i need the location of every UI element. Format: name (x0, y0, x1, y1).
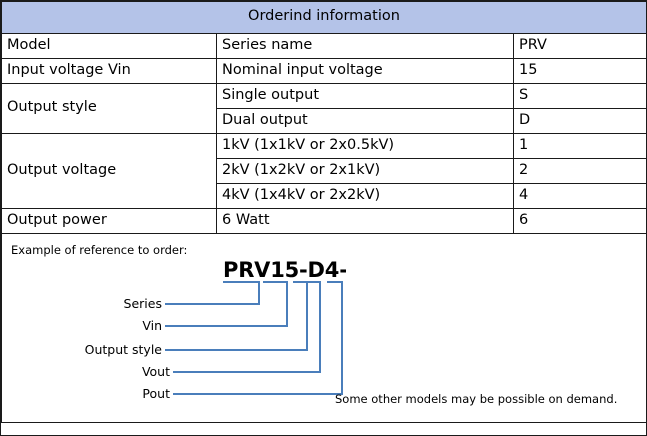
table-row: 4kV (1x4kV or 2x2kV) 4 (2, 183, 647, 209)
table-title: Orderind information (1, 1, 647, 34)
row-description: 4kV (1x4kV or 2x2kV) (216, 183, 514, 209)
row-code: 4 (513, 183, 647, 209)
row-code: S (513, 83, 647, 109)
example-part-number: PRV15-D4-6 (223, 260, 346, 281)
table-title-row: Orderind information (1, 1, 647, 34)
footnote-text: Some other models may be possible on dem… (335, 392, 618, 406)
row-code: 6 (513, 208, 647, 234)
row-code: 1 (513, 133, 647, 159)
table-row: Output style Single output S (1, 83, 647, 134)
row-code: 15 (513, 58, 647, 84)
leader-vout (173, 281, 321, 373)
row-description: Series name (216, 33, 514, 59)
leader-label-vin: Vin (142, 318, 162, 333)
leader-label-output-style: Output style (84, 342, 162, 357)
leader-pout (173, 281, 343, 395)
row-description: Dual output (216, 108, 514, 134)
row-code: PRV (513, 33, 647, 59)
row-description: Nominal input voltage (216, 58, 514, 84)
ordering-information-table: Orderind information Model Series name P… (1, 1, 647, 423)
diagram-cell: Example of reference to order: PRV15-D4-… (1, 233, 647, 423)
row-category: Output style (1, 83, 217, 134)
row-code: D (513, 108, 647, 134)
table-row: Output power 6 Watt 6 (1, 208, 647, 234)
row-category: Output power (1, 208, 217, 234)
row-code: 2 (513, 158, 647, 184)
diagram-row: Example of reference to order: PRV15-D4-… (1, 233, 647, 423)
example-reference-label: Example of reference to order: (11, 243, 188, 257)
table-row: Input voltage Vin Nominal input voltage … (1, 58, 647, 84)
row-category: Model (1, 33, 217, 59)
row-description: 1kV (1x1kV or 2x0.5kV) (216, 133, 514, 159)
row-category: Output voltage (1, 133, 217, 209)
row-description: Single output (216, 83, 514, 109)
row-description: 2kV (1x2kV or 2x1kV) (216, 158, 514, 184)
row-description: 6 Watt (216, 208, 514, 234)
leader-output-style (165, 281, 308, 351)
table-row: Model Series name PRV (1, 33, 647, 59)
leader-label-vout: Vout (141, 364, 170, 379)
table-row: Dual output D (2, 108, 647, 134)
leader-label-pout: Pout (142, 386, 170, 401)
part-number-breakdown-diagram: Example of reference to order: PRV15-D4-… (3, 235, 646, 422)
leader-series (165, 281, 260, 305)
row-category: Input voltage Vin (1, 58, 217, 84)
leader-vin (165, 281, 288, 327)
table-row: Output voltage 1kV (1x1kV or 2x0.5kV) 1 (1, 133, 647, 209)
leader-label-series: Series (123, 296, 162, 311)
